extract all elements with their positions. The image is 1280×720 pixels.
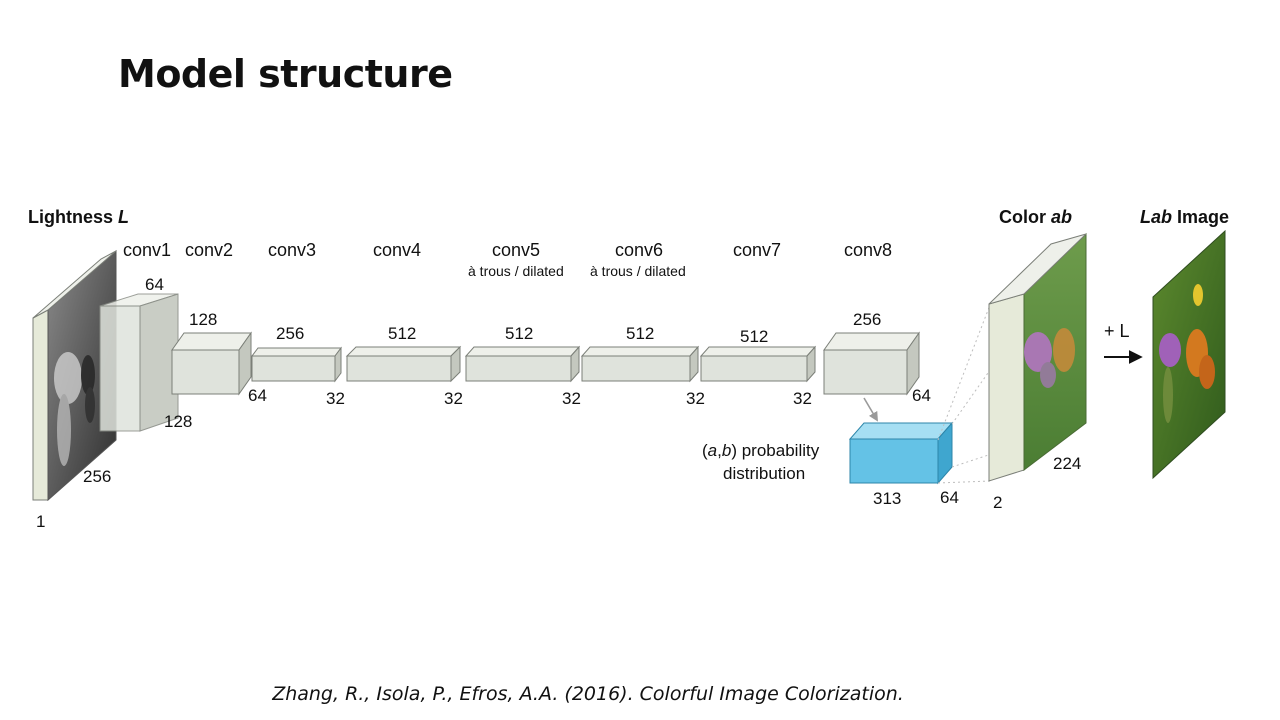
citation: Zhang, R., Isola, P., Efros, A.A. (2016)…: [272, 683, 904, 705]
plus-l-label: + L: [1104, 321, 1130, 341]
conv3-block: [251, 346, 342, 383]
layer-name-conv1: conv1: [123, 240, 171, 260]
layer-name-conv8: conv8: [844, 240, 892, 260]
layer-note-conv6: à trous / dilated: [590, 263, 686, 279]
conv2-block: [171, 331, 252, 396]
input-label: Lightness L: [28, 207, 129, 227]
layer-name-conv6: conv6: [615, 240, 663, 260]
output-size: 224: [1053, 454, 1081, 473]
distribution-label-line1: (a,b) probability: [702, 441, 820, 460]
channels-conv6: 512: [626, 324, 654, 343]
spatial-conv4: 32: [444, 389, 463, 408]
slide-title: Model structure: [118, 52, 453, 96]
distribution-bins: 313: [873, 489, 901, 508]
distribution-label-line2: distribution: [723, 464, 805, 483]
layer-note-conv5: à trous / dilated: [468, 263, 564, 279]
conv8-block: [823, 331, 920, 396]
butterfly-icon: [1159, 284, 1215, 423]
layer-name-conv3: conv3: [268, 240, 316, 260]
conv6-block: [580, 345, 700, 383]
spatial-conv2: 64: [248, 386, 267, 405]
channels-conv4: 512: [388, 324, 416, 343]
layer-name-conv4: conv4: [373, 240, 421, 260]
spatial-conv8: 64: [912, 386, 931, 405]
conv-blocks: [171, 331, 920, 396]
distribution-spatial: 64: [940, 488, 959, 507]
channels-conv3: 256: [276, 324, 304, 343]
colorized-blob-icon: [1024, 328, 1075, 388]
grayscale-thistle-icon: [54, 352, 95, 466]
layer-name-conv5: conv5: [492, 240, 540, 260]
output-image: [988, 232, 1087, 482]
spatial-conv3: 32: [326, 389, 345, 408]
conv4-block: [345, 345, 462, 383]
input-size: 256: [83, 467, 111, 486]
spatial-conv6: 32: [686, 389, 705, 408]
spatial-conv5: 32: [562, 389, 581, 408]
channels-conv1: 64: [145, 275, 164, 294]
lab-image: [1152, 229, 1226, 480]
conv1-block: [99, 293, 179, 432]
conv8-to-distribution-arrow: [863, 397, 878, 422]
spatial-conv1: 128: [164, 412, 192, 431]
lab-label: Lab Image: [1140, 207, 1229, 227]
channels-conv8: 256: [853, 310, 881, 329]
input-image: [32, 249, 117, 502]
spatial-conv7: 32: [793, 389, 812, 408]
layer-name-conv7: conv7: [733, 240, 781, 260]
layer-name-conv2: conv2: [185, 240, 233, 260]
output-label: Color ab: [999, 207, 1072, 227]
channels-conv2: 128: [189, 310, 217, 329]
distribution-block: [848, 421, 954, 485]
input-channels: 1: [36, 512, 45, 531]
output-channels: 2: [993, 493, 1002, 512]
channels-conv7: 512: [740, 327, 768, 346]
conv7-block: [699, 345, 817, 383]
channels-conv5: 512: [505, 324, 533, 343]
conv5-block: [464, 345, 581, 383]
